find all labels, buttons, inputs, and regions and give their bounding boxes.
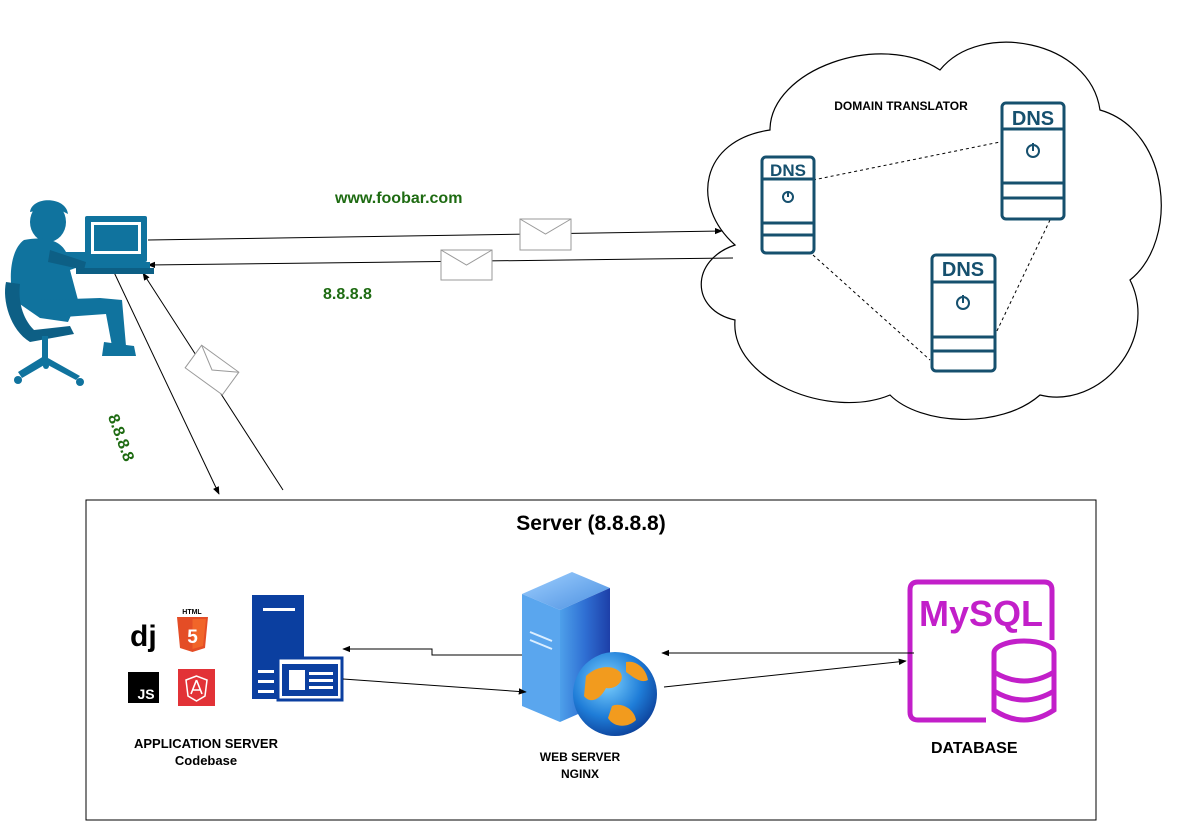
svg-text:HTML: HTML — [182, 609, 202, 616]
request-domain-label: www.foobar.com — [335, 190, 463, 207]
dns-cloud-title: DOMAIN TRANSLATOR — [834, 99, 968, 113]
user-to-server-arrow — [111, 267, 220, 495]
dns-server-top-right — [1000, 101, 1066, 221]
svg-text:MySQL: MySQL — [919, 593, 1043, 634]
dns-label-2: DNS — [1012, 108, 1054, 130]
web-server-label: WEB SERVER NGINX — [500, 749, 660, 783]
dns-server-bottom — [930, 253, 997, 373]
envelope-icon — [184, 344, 240, 396]
application-server-label-line2: Codebase — [174, 753, 238, 768]
server-box-title: Server (8.8.8.8) — [516, 512, 666, 535]
response-ip-label: 8.8.8.8 — [323, 286, 372, 303]
dns-server-small — [760, 155, 816, 255]
web-server-label-line1: WEB SERVER — [539, 750, 621, 764]
svg-text:5: 5 — [187, 627, 198, 648]
application-server-label: APPLICATION SERVER Codebase — [116, 735, 296, 769]
application-server-icon — [252, 595, 344, 702]
dns-dashed-links — [812, 141, 1051, 361]
angular-logo — [178, 669, 215, 706]
svg-text:JS: JS — [137, 686, 154, 702]
django-logo: dj — [130, 620, 157, 653]
dns-label-3: DNS — [942, 259, 984, 281]
request-arrow — [147, 227, 723, 241]
javascript-logo: JS — [128, 672, 159, 703]
app-to-web-arrow — [342, 678, 527, 695]
dns-label-1: DNS — [770, 161, 806, 180]
user-at-computer-icon — [5, 200, 154, 386]
web-server-label-line2: NGINX — [560, 767, 599, 781]
application-server-label-line1: APPLICATION SERVER — [134, 736, 278, 751]
html5-logo: HTML 5 — [177, 609, 208, 652]
mysql-database-icon: MySQL — [907, 579, 1057, 723]
web-to-app-arrow — [342, 645, 522, 656]
envelope-icon — [440, 249, 493, 281]
envelope-icon — [519, 218, 572, 251]
web-to-db-arrow — [663, 658, 907, 688]
web-server-icon — [522, 572, 657, 736]
database-label: DATABASE — [931, 740, 1018, 757]
